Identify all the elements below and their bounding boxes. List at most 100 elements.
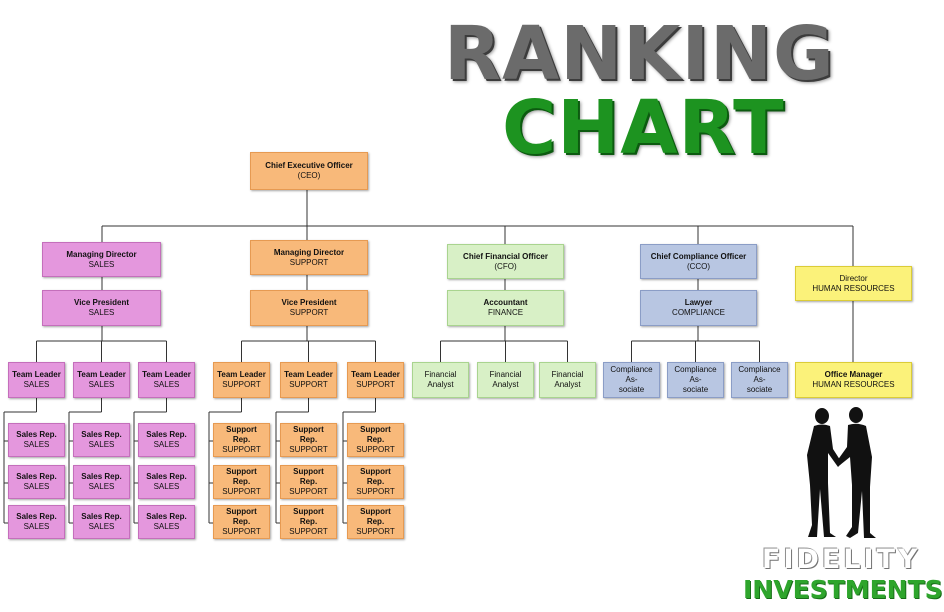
title-ranking: RANKING [444,11,835,97]
lawyer-box-subtitle: COMPLIANCE [672,308,725,317]
compliance-associate-box-subtitle: sociate [618,385,645,394]
title-chart: CHART [502,85,785,171]
support-rep-box-subtitle: SUPPORT [289,487,328,496]
financial-analyst-box-title: Financial [424,370,457,379]
sales-rep-box-subtitle: SALES [153,522,180,531]
sales-rep-box-subtitle: SALES [153,440,180,449]
support-rep-box: Support Rep.SUPPORT [347,505,404,539]
sales-rep-box-title: Sales Rep. [146,512,187,521]
financial-analyst-box-subtitle: Analyst [554,380,581,389]
compliance-associate-box: Compliance As-sociate [603,362,660,398]
ceo-box: Chief Executive Officer(CEO) [250,152,368,190]
compliance-associate-box-title: Compliance As- [610,365,653,384]
support-team-leader-box-subtitle: SUPPORT [222,380,261,389]
support-rep-box-subtitle: SUPPORT [222,445,261,454]
hr-director-box-subtitle: HUMAN RESOURCES [812,283,895,293]
support-rep-box: Support Rep.SUPPORT [280,505,337,539]
brand-fidelity: FIDELITY [762,544,921,575]
support-rep-box: Support Rep.SUPPORT [280,423,337,457]
sales-vp-box-subtitle: SALES [88,308,115,317]
support-team-leader-box-title: Team Leader [217,370,266,379]
sales-rep-box: Sales Rep.SALES [138,505,195,539]
sales-rep-box-subtitle: SALES [88,440,115,449]
support-rep-box: Support Rep.SUPPORT [213,505,270,539]
sales-rep-box: Sales Rep.SALES [138,423,195,457]
support-rep-box-title: Support Rep. [293,467,324,486]
support-team-leader-box-title: Team Leader [351,370,400,379]
support-rep-box-subtitle: SUPPORT [289,445,328,454]
sales-rep-box: Sales Rep.SALES [73,465,130,499]
support-rep-box: Support Rep.SUPPORT [280,465,337,499]
office-manager-box-subtitle: HUMAN RESOURCES [812,380,895,389]
sales-rep-box-title: Sales Rep. [16,430,57,439]
support-rep-box-title: Support Rep. [226,425,257,444]
sales-rep-box-subtitle: SALES [23,440,50,449]
support-rep-box-title: Support Rep. [226,467,257,486]
sales-rep-box: Sales Rep.SALES [138,465,195,499]
sales-rep-box-subtitle: SALES [88,522,115,531]
sales-rep-box: Sales Rep.SALES [73,505,130,539]
support-director-box-title: Managing Director [273,247,345,257]
sales-rep-box-title: Sales Rep. [81,430,122,439]
financial-analyst-box-title: Financial [489,370,522,379]
accountant-box-title: Accountant [483,298,528,307]
sales-rep-box-title: Sales Rep. [81,512,122,521]
cco-box: Chief Compliance Officer(CCO) [640,244,757,279]
lawyer-box-title: Lawyer [684,298,713,307]
financial-analyst-box-subtitle: Analyst [427,380,454,389]
sales-director-box-subtitle: SALES [88,259,115,269]
sales-team-leader-box-subtitle: SALES [153,380,180,389]
sales-rep-box-title: Sales Rep. [81,472,122,481]
ceo-box-subtitle: (CEO) [297,171,321,180]
sales-rep-box-title: Sales Rep. [16,512,57,521]
office-manager-box-title: Office Manager [824,370,883,379]
cfo-box-title: Chief Financial Officer [463,251,548,261]
support-vp-box-subtitle: SUPPORT [289,308,329,317]
support-rep-box: Support Rep.SUPPORT [347,423,404,457]
sales-rep-box: Sales Rep.SALES [73,423,130,457]
sales-team-leader-box-subtitle: SALES [23,380,50,389]
compliance-associate-box-title: Compliance As- [738,365,781,384]
support-rep-box-title: Support Rep. [293,425,324,444]
sales-rep-box: Sales Rep.SALES [8,505,65,539]
support-rep-box-subtitle: SUPPORT [289,527,328,536]
sales-rep-box-title: Sales Rep. [16,472,57,481]
cco-box-title: Chief Compliance Officer [650,251,747,261]
support-rep-box-subtitle: SUPPORT [222,487,261,496]
support-rep-box: Support Rep.SUPPORT [347,465,404,499]
financial-analyst-box-title: Financial [551,370,584,379]
sales-rep-box-subtitle: SALES [88,482,115,491]
support-rep-box-title: Support Rep. [360,507,391,526]
cfo-box-subtitle: (CFO) [494,261,517,271]
sales-team-leader-box-title: Team Leader [142,370,191,379]
sales-team-leader-box-title: Team Leader [77,370,126,379]
hr-director-box-title: Director [839,273,868,283]
support-rep-box-title: Support Rep. [360,425,391,444]
sales-vp-box-title: Vice President [74,298,129,307]
support-team-leader-box-subtitle: SUPPORT [289,380,328,389]
sales-rep-box: Sales Rep.SALES [8,423,65,457]
support-rep-box-title: Support Rep. [226,507,257,526]
support-team-leader-box-title: Team Leader [284,370,333,379]
compliance-associate-box-subtitle: sociate [682,385,709,394]
accountant-box-subtitle: FINANCE [487,308,524,317]
support-team-leader-box-subtitle: SUPPORT [356,380,395,389]
support-director-box-subtitle: SUPPORT [289,257,329,267]
support-rep-box-subtitle: SUPPORT [222,527,261,536]
sales-rep-box-title: Sales Rep. [146,430,187,439]
support-rep-box-title: Support Rep. [293,507,324,526]
